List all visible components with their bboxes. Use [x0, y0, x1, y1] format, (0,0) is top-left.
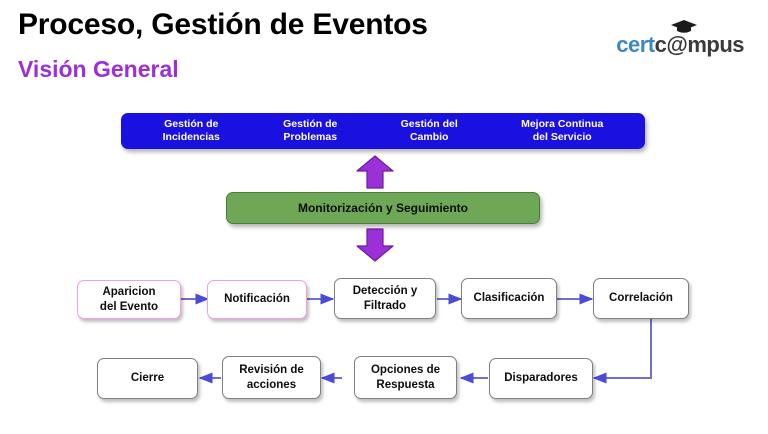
connector-correlacion-disparadores [592, 319, 652, 384]
logo-at-icon: @ [666, 32, 688, 57]
logo-text-mpus: mpus [687, 32, 744, 57]
flow-box-notificacion[interactable]: Notificación [207, 280, 307, 319]
blue-bar-item-incident-management: Gestión de Incidencias [162, 118, 220, 143]
blue-bar-item-problem-management: Gestión de Problemas [283, 118, 338, 143]
flow-box-label: Revisión de acciones [239, 364, 304, 391]
flow-box-cierre[interactable]: Cierre [97, 358, 198, 399]
graduation-cap-icon [671, 20, 697, 33]
blue-bar-item-continual-improvement: Mejora Continua del Servicio [521, 118, 604, 143]
arrow-up-icon [356, 155, 394, 189]
flow-box-deteccion-y-filtrado[interactable]: Detección y Filtrado [334, 278, 436, 319]
green-bar-label: Monitorización y Seguimiento [297, 201, 468, 215]
flow-box-label: Aparicion del Evento [99, 286, 159, 313]
page-subtitle: Visión General [18, 56, 179, 82]
logo-text-cert: cert [616, 32, 655, 57]
flow-box-label: Opciones de Respuesta [370, 364, 441, 391]
flow-box-clasificacion[interactable]: Clasificación [461, 278, 557, 319]
flow-box-label: Cierre [130, 372, 165, 385]
flow-box-label: Notificación [224, 293, 290, 306]
flow-box-disparadores[interactable]: Disparadores [489, 358, 593, 399]
flow-box-label: Detección y Filtrado [352, 285, 418, 312]
flow-box-aparicion-del-evento[interactable]: Aparicion del Evento [77, 280, 181, 319]
blue-bar-item-change-management: Gestión del Cambio [400, 118, 458, 143]
flow-box-revision-de-acciones[interactable]: Revisión de acciones [222, 356, 321, 399]
flow-box-label: Clasificación [473, 292, 545, 305]
flow-box-label: Disparadores [504, 372, 578, 385]
flow-box-label: Correlación [609, 292, 673, 305]
processes-blue-bar: Gestión de Incidencias Gestión de Proble… [121, 113, 645, 149]
certcampus-logo: cert c @ mpus [616, 20, 744, 57]
logo-text-c: c [654, 32, 667, 57]
monitoring-green-bar: Monitorización y Seguimiento [226, 192, 540, 224]
flow-box-opciones-de-respuesta[interactable]: Opciones de Respuesta [354, 356, 457, 399]
arrow-down-icon [356, 228, 394, 262]
flow-box-correlacion[interactable]: Correlación [593, 278, 689, 319]
page-title: Proceso, Gestión de Eventos [18, 8, 428, 41]
